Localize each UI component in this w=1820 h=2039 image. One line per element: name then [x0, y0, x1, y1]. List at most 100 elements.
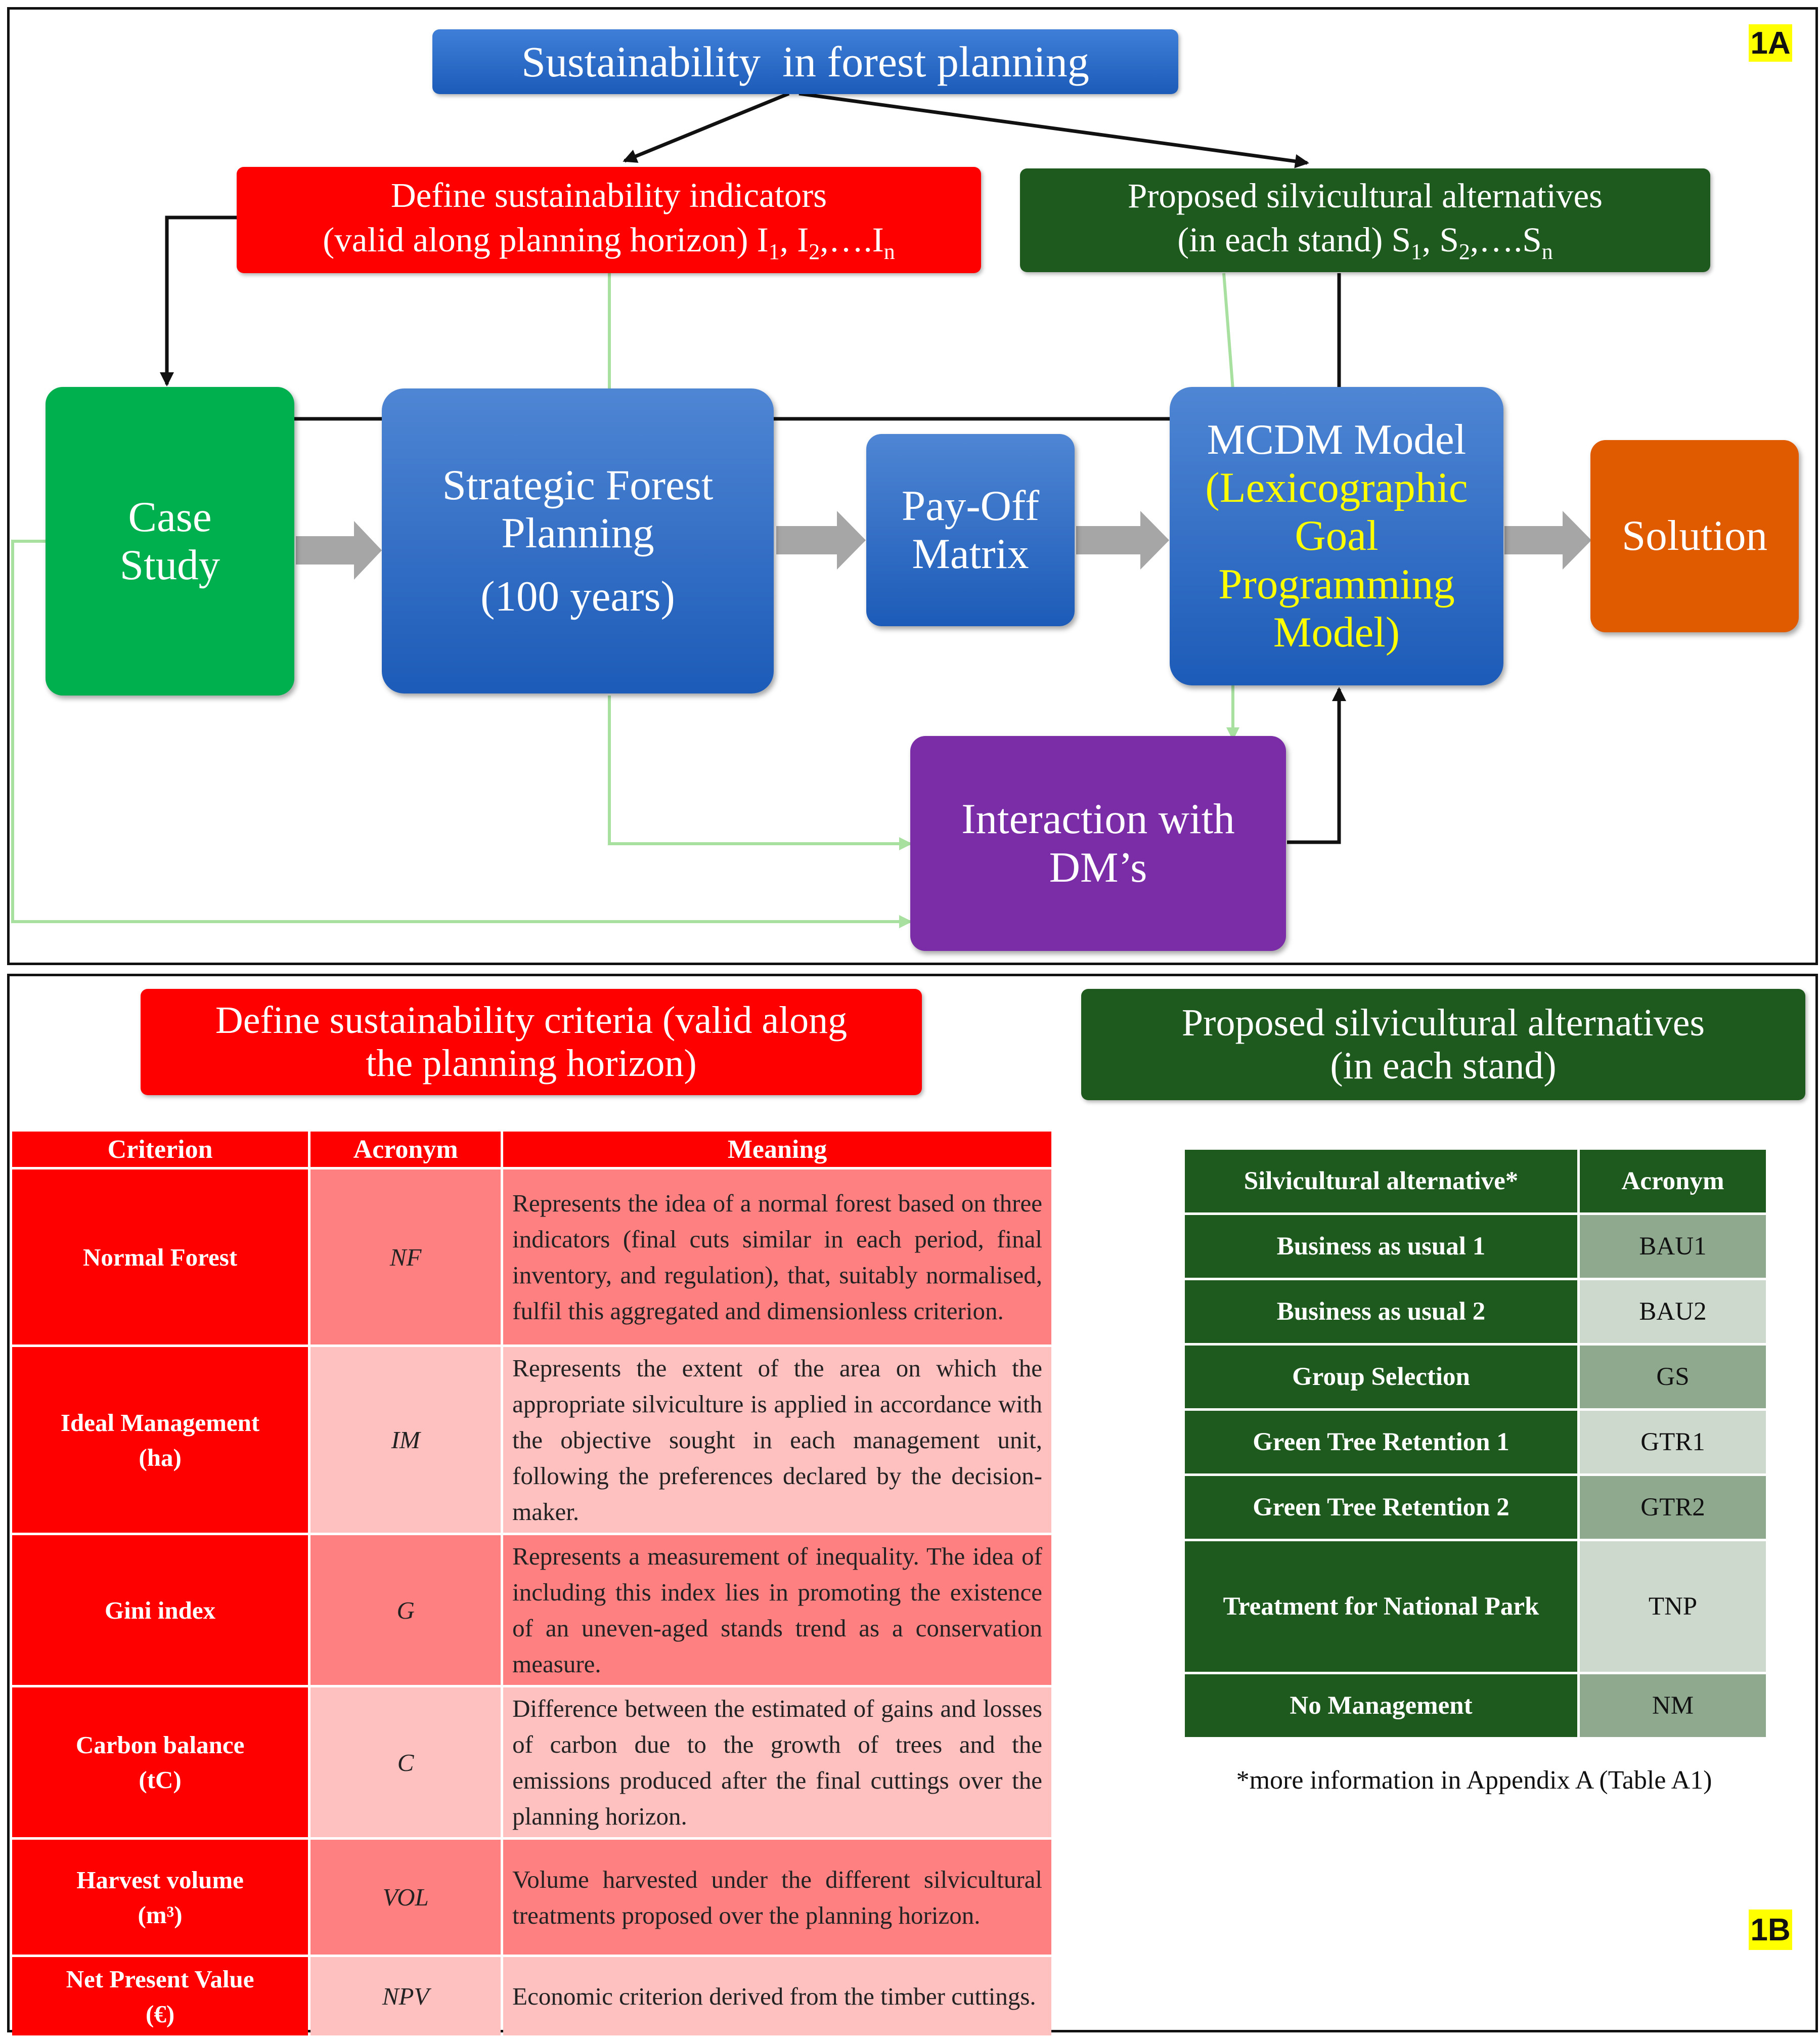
- silv-name: Business as usual 2: [1185, 1280, 1577, 1343]
- criteria-name-line: Carbon balance: [75, 1731, 245, 1759]
- panel-1b-tag: 1B: [1749, 1910, 1792, 1950]
- panel-1a-tag: 1A: [1749, 24, 1792, 62]
- case-study-line1: Case: [128, 493, 212, 541]
- silv-row: Group Selection GS: [1185, 1346, 1766, 1408]
- silv-row: Business as usual 2 BAU2: [1185, 1280, 1766, 1343]
- silvicultural-table: Silvicultural alternative* Acronym Busin…: [1182, 1147, 1768, 1740]
- grey-arrow-mcdm-to-solution: [1504, 511, 1591, 570]
- indicators-line2-text: (valid along planning horizon) I: [323, 220, 769, 259]
- indicators-sub-2: 2: [809, 239, 820, 264]
- criteria-name: Normal Forest: [12, 1169, 308, 1344]
- arrow-case-to-interaction: [11, 540, 912, 928]
- indicators-sep-2: ,….I: [820, 220, 884, 259]
- alternatives-line1: Proposed silvicultural alternatives: [1128, 176, 1603, 215]
- solution-label: Solution: [1621, 512, 1768, 560]
- criteria-header-meaning: Meaning: [503, 1132, 1051, 1167]
- strategic-line2: Planning: [501, 509, 654, 557]
- alternatives-sub-1: 1: [1411, 239, 1423, 264]
- payoff-matrix-box: Pay-Off Matrix: [866, 434, 1075, 626]
- criteria-meaning: Represents a measurement of inequality. …: [503, 1535, 1051, 1685]
- criteria-row: Carbon balance(tC) C Difference between …: [12, 1687, 1051, 1837]
- criteria-header-acronym: Acronym: [310, 1132, 501, 1167]
- silv-header-row: Silvicultural alternative* Acronym: [1185, 1150, 1766, 1212]
- payoff-line1: Pay-Off: [901, 482, 1040, 530]
- alternatives-box: Proposed silvicultural alternatives (in …: [1020, 168, 1710, 272]
- interaction-box: Interaction with DM’s: [910, 736, 1286, 951]
- criteria-name-unit: (tC): [139, 1766, 182, 1794]
- mcdm-sub-4: Model): [1273, 608, 1400, 656]
- strategic-planning-box: Strategic Forest Planning (100 years): [382, 388, 774, 693]
- silv-row: Green Tree Retention 2 GTR2: [1185, 1476, 1766, 1539]
- arrow-indicators-to-case: [160, 215, 238, 386]
- silv-row: Green Tree Retention 1 GTR1: [1185, 1411, 1766, 1473]
- interaction-line1: Interaction with: [961, 795, 1235, 843]
- title-box: Sustainability in forest planning: [432, 29, 1178, 94]
- grey-arrow-payoff-to-mcdm: [1076, 511, 1169, 570]
- criteria-name-line: Ideal Management: [60, 1408, 260, 1437]
- silv-name: No Management: [1185, 1674, 1577, 1737]
- criteria-row: Harvest volume(m³) VOL Volume harvested …: [12, 1840, 1051, 1955]
- case-study-line2: Study: [119, 541, 220, 589]
- alternatives-sep-1: , S: [1422, 221, 1459, 259]
- criteria-meaning: Economic criterion derived from the timb…: [503, 1957, 1051, 2035]
- silv-acronym: BAU2: [1580, 1280, 1766, 1343]
- footnote: *more information in Appendix A (Table A…: [1236, 1766, 1712, 1795]
- mcdm-sub-2: Goal: [1295, 512, 1379, 560]
- criteria-name: Ideal Management(ha): [12, 1347, 308, 1533]
- line-alternatives-to-mcdm-green: [1222, 273, 1234, 390]
- alternatives-sub-n: n: [1541, 239, 1553, 264]
- criteria-name: Carbon balance (tC): [12, 1687, 308, 1837]
- alternatives-sep-2: ,….S: [1470, 221, 1542, 259]
- arrow-strategic-to-interaction: [608, 696, 912, 850]
- silv-row: Business as usual 1 BAU1: [1185, 1215, 1766, 1278]
- indicators-line1: Define sustainability indicators: [390, 176, 827, 215]
- criteria-title-line2: the planning horizon): [366, 1042, 697, 1084]
- criteria-name: Gini index: [12, 1535, 308, 1685]
- silv-name: Business as usual 1: [1185, 1215, 1577, 1278]
- indicators-sub-1: 1: [768, 239, 780, 264]
- case-study-box: Case Study: [46, 387, 294, 696]
- strategic-line3: (100 years): [480, 573, 675, 621]
- criteria-name-line: Net Present Value: [66, 1965, 254, 1993]
- criteria-acronym: C: [310, 1687, 501, 1837]
- interaction-line2: DM’s: [1049, 843, 1147, 891]
- criteria-row: Normal Forest NF Represents the idea of …: [12, 1169, 1051, 1344]
- indicators-line2: (valid along planning horizon) I1, I2,….…: [323, 221, 895, 264]
- indicators-sep-1: , I: [779, 220, 809, 259]
- criteria-title-box: Define sustainability criteria (valid al…: [141, 989, 922, 1095]
- silv-acronym: TNP: [1580, 1541, 1766, 1672]
- grey-arrow-strategic-to-payoff: [776, 511, 866, 570]
- criteria-acronym: VOL: [310, 1840, 501, 1955]
- criteria-title-line1: Define sustainability criteria (valid al…: [215, 999, 848, 1042]
- silv-row: Treatment for National Park TNP: [1185, 1541, 1766, 1672]
- criteria-name-unit: (€): [146, 2000, 175, 2028]
- silv-acronym: GTR2: [1580, 1476, 1766, 1539]
- silv-name: Green Tree Retention 1: [1185, 1411, 1577, 1473]
- alternatives-title-line2: (in each stand): [1330, 1045, 1557, 1087]
- arrow-title-to-alternatives: [798, 92, 1309, 168]
- indicators-box: Define sustainability indicators (valid …: [237, 167, 981, 273]
- indicators-sub-n: n: [883, 239, 895, 264]
- criteria-meaning: Represents the extent of the area on whi…: [503, 1347, 1051, 1533]
- criteria-name-unit: (m³): [138, 1900, 183, 1929]
- criteria-name: Harvest volume(m³): [12, 1840, 308, 1955]
- mcdm-title: MCDM Model: [1207, 416, 1467, 464]
- solution-box: Solution: [1590, 440, 1799, 632]
- criteria-header-row: Criterion Acronym Meaning: [12, 1132, 1051, 1167]
- criteria-meaning: Represents the idea of a normal forest b…: [503, 1169, 1051, 1344]
- criteria-row: Ideal Management(ha) IM Represents the e…: [12, 1347, 1051, 1533]
- criteria-name: Net Present Value (€): [12, 1957, 308, 2035]
- alternatives-line2: (in each stand) S1, S2,….Sn: [1177, 221, 1553, 264]
- criteria-acronym: IM: [310, 1347, 501, 1533]
- mcdm-model-box: MCDM Model (Lexicographic Goal Programmi…: [1170, 387, 1503, 685]
- silv-acronym: GS: [1580, 1346, 1766, 1408]
- title-text: Sustainability in forest planning: [521, 37, 1089, 86]
- alternatives-title-line1: Proposed silvicultural alternatives: [1181, 1001, 1705, 1044]
- silv-acronym: BAU1: [1580, 1215, 1766, 1278]
- grey-arrow-case-to-strategic: [296, 521, 382, 580]
- criteria-header-criterion: Criterion: [12, 1132, 308, 1167]
- silv-row: No Management NM: [1185, 1674, 1766, 1737]
- silv-name: Treatment for National Park: [1185, 1541, 1577, 1672]
- criteria-name-line: Normal Forest: [82, 1243, 238, 1271]
